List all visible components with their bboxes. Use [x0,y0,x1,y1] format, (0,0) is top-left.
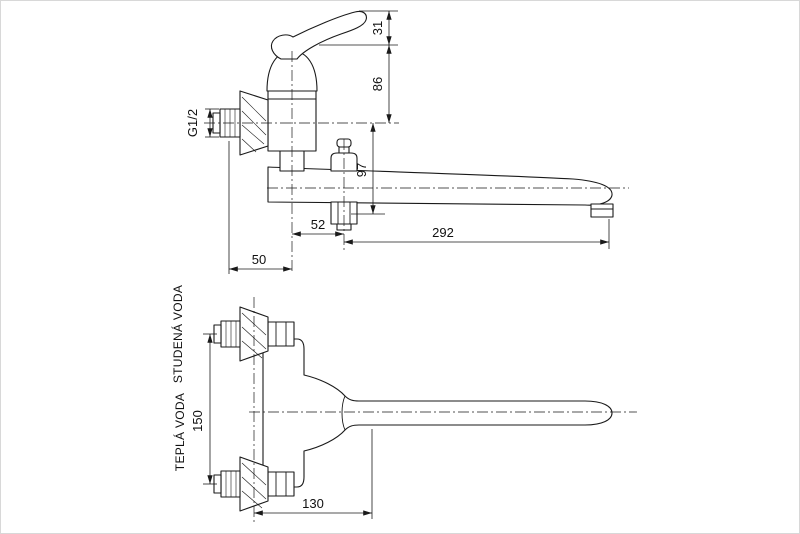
dim-86-label: 86 [370,77,385,91]
aerator [590,203,614,218]
dim-31-label: 31 [370,21,385,35]
thread-callout: G1/2 [185,108,219,138]
dimension-86: 86 [370,45,392,123]
thread-label: G1/2 [185,109,200,137]
hot-water-label: TEPLÁ VODA [172,393,187,471]
dimension-130: 130 [254,429,373,519]
front-body-spout [262,338,613,488]
cold-water-label: STUDENÁ VODA [170,285,185,383]
union-nut-bottom [267,471,295,497]
dim-130-label: 130 [302,496,324,511]
threaded-nipple-top [220,320,241,348]
hatch-lines [241,96,267,153]
dimension-50: 50 [228,141,292,274]
lever-handle [270,10,367,60]
thread-lines [225,321,237,347]
spout-arm [267,166,613,206]
dimension-31: 31 [319,10,398,46]
dim-52-label: 52 [311,217,325,232]
dimension-292: 292 [344,219,610,249]
threaded-nipple-bottom [220,470,241,498]
dimension-150: 150 [190,333,217,485]
side-view: 31 86 97 G1/2 52 292 [185,10,629,274]
dim-50-label: 50 [252,252,266,267]
spout-base-seam [341,395,346,431]
dim-150-label: 150 [190,410,205,432]
dimension-97: 97 [351,123,385,215]
union-nut-top [267,321,295,347]
thread-lines [225,471,237,497]
dimension-52: 52 [292,217,344,237]
dim-97-label: 97 [354,163,369,177]
front-view: STUDENÁ VODA TEPLÁ VODA 150 130 [170,285,637,525]
dim-292-label: 292 [432,225,454,240]
